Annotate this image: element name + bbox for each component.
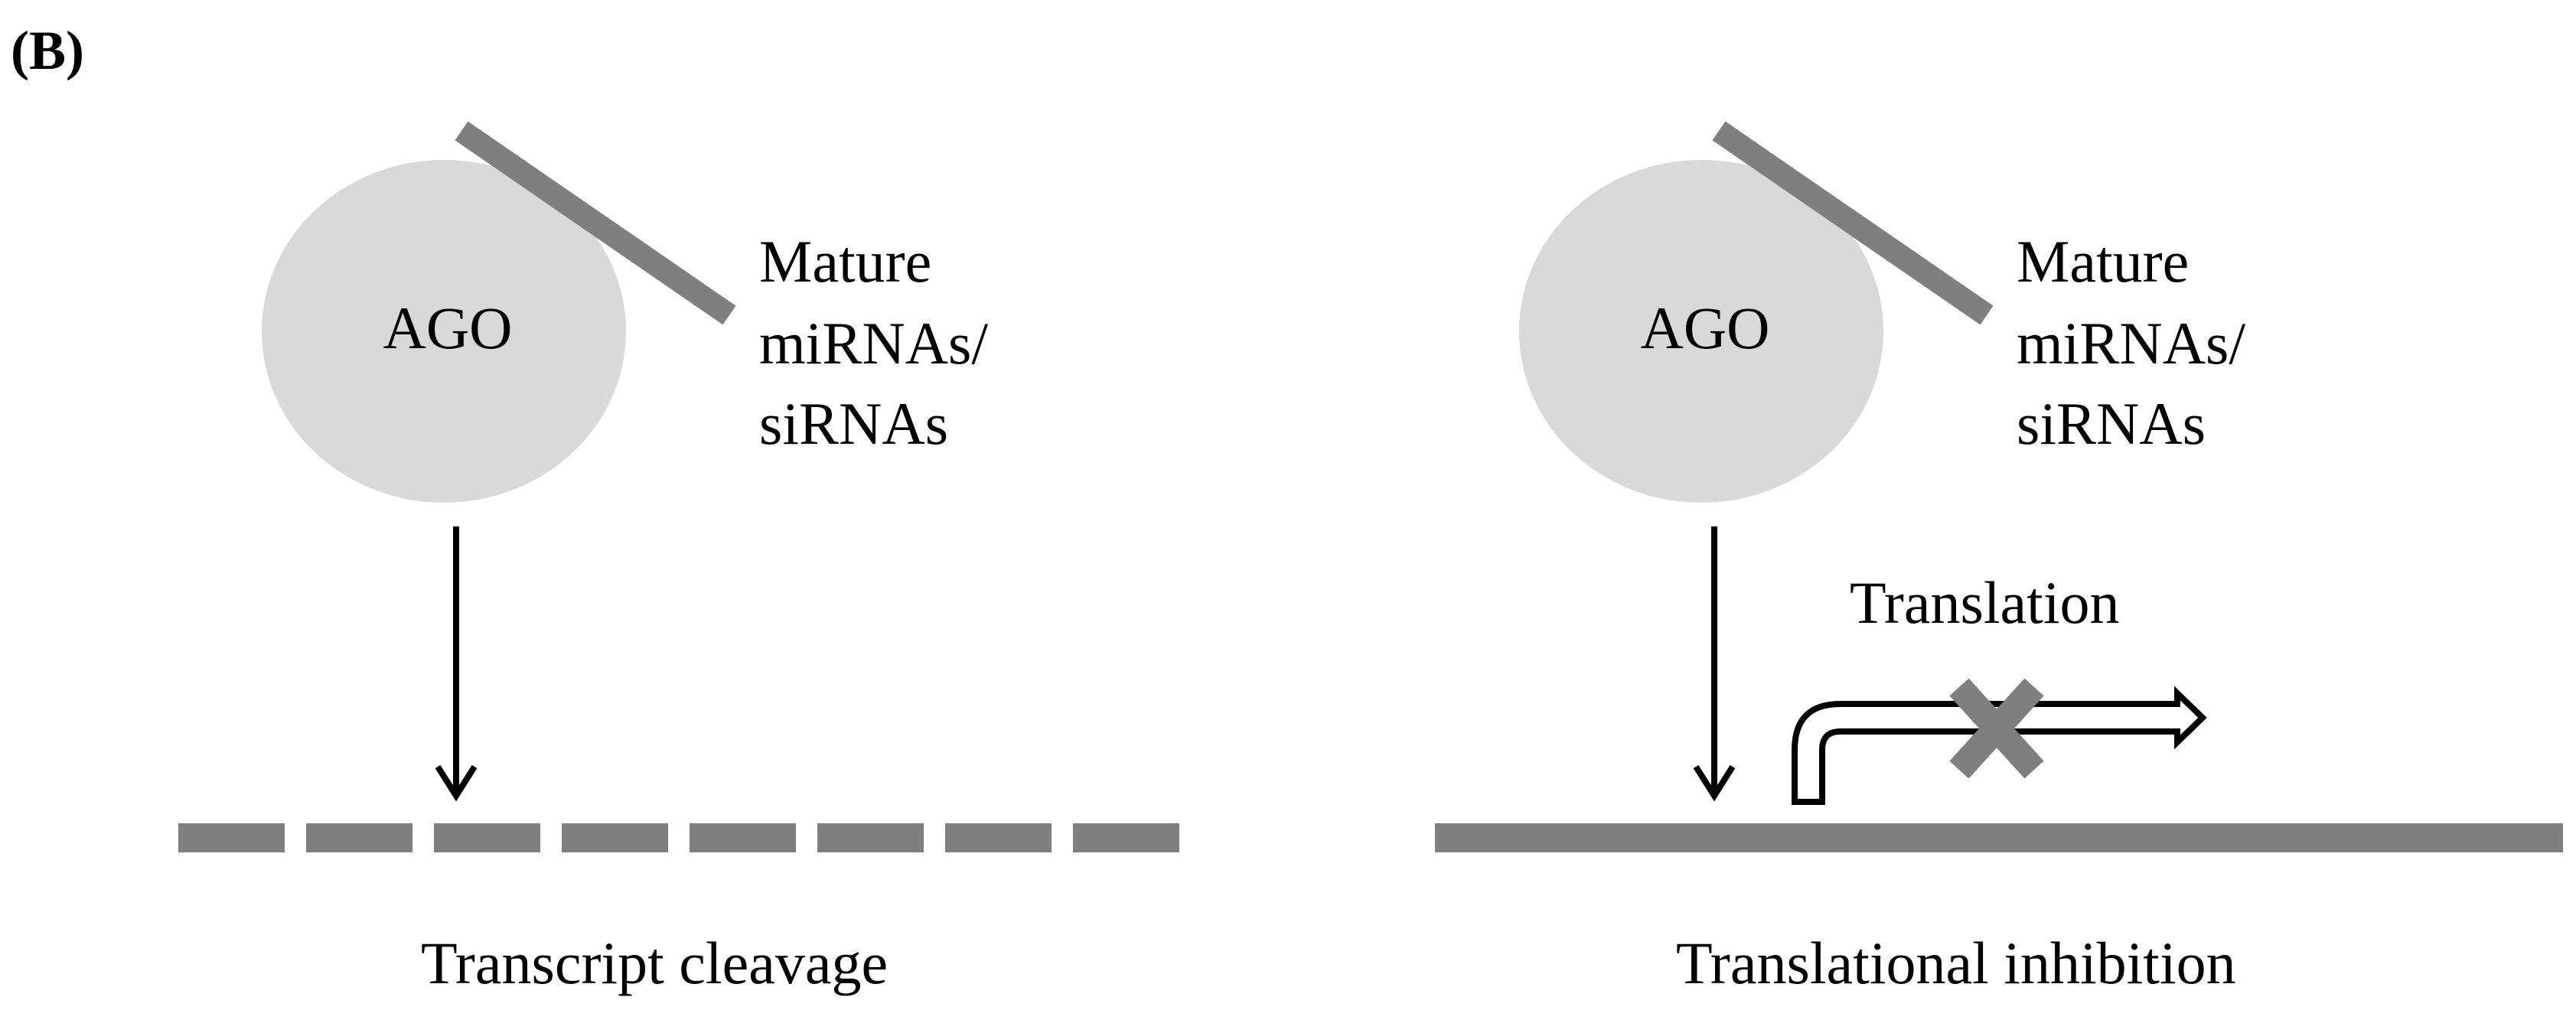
right-ago-circle: [1519, 160, 1883, 503]
right-mirna-label-line-1: Mature: [2017, 228, 2189, 295]
transcript-fragment: [1073, 823, 1179, 852]
intact-transcript: [1435, 823, 2563, 852]
left-mirna-label-line-3: siRNAs: [759, 390, 948, 457]
left-panel: AGO Mature miRNAs/ siRNAs Transcript cle…: [178, 121, 1179, 996]
right-mirna-label-line-2: miRNAs/: [2017, 310, 2245, 376]
right-mirna-strand: [1712, 121, 1994, 325]
left-caption: Transcript cleavage: [421, 930, 888, 996]
left-mirna-strand: [455, 121, 736, 325]
panel-label: (B): [11, 20, 84, 81]
left-ago-label: AGO: [383, 295, 513, 361]
transcript-fragment: [945, 823, 1052, 852]
right-ago-label: AGO: [1641, 295, 1770, 361]
transcript-fragment: [817, 823, 924, 852]
left-mirna-label-line-2: miRNAs/: [759, 310, 988, 376]
transcript-fragment: [306, 823, 412, 852]
left-ago-circle: [262, 160, 626, 503]
left-mirna-label-line-1: Mature: [759, 228, 931, 295]
right-mirna-label-line-3: siRNAs: [2017, 390, 2206, 457]
transcript-fragment: [690, 823, 796, 852]
transcript-fragment: [178, 823, 285, 852]
transcript-fragment: [434, 823, 540, 852]
right-panel: AGO Mature miRNAs/ siRNAs Translation Tr…: [1435, 121, 2563, 996]
cleaved-transcript: [178, 823, 1179, 852]
right-down-arrow: [1693, 526, 1736, 802]
bent-arrow-icon: [1792, 686, 2207, 805]
right-caption: Translational inhibition: [1676, 930, 2236, 996]
translation-label: Translation: [1850, 569, 2120, 636]
transcript-fragment: [562, 823, 668, 852]
x-cross-icon: [1949, 678, 2044, 779]
left-down-arrow: [435, 526, 478, 802]
